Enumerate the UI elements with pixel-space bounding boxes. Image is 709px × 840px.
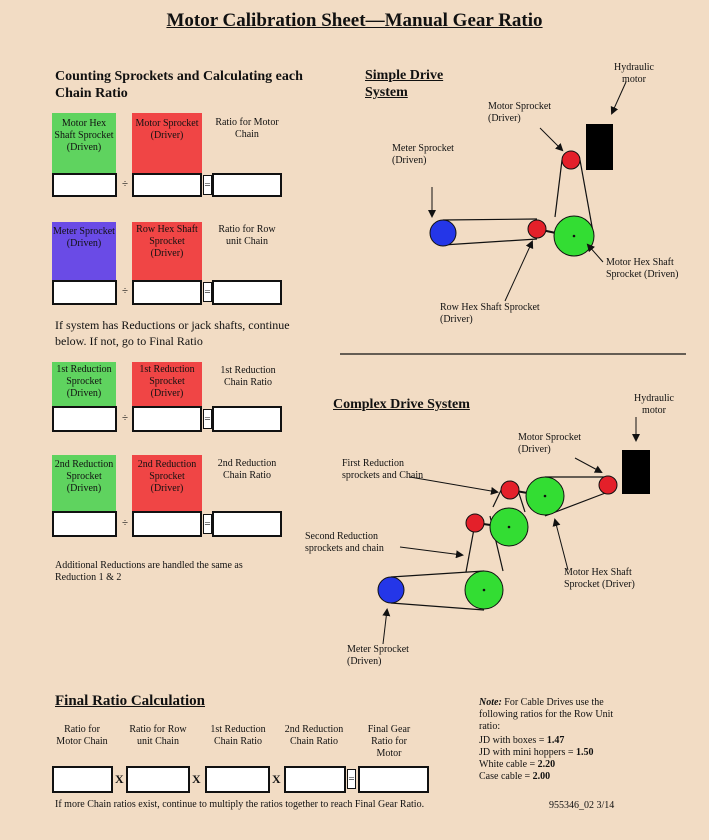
row-hex-driver-label: Row Hex Shaft Sprocket (Driver) bbox=[132, 222, 202, 280]
equals-symbol: = bbox=[203, 282, 212, 302]
complex-motor-sprocket bbox=[598, 475, 618, 495]
meter-driven-label: Meter Sprocket (Driven) bbox=[52, 222, 116, 280]
simple-hydraulic-motor bbox=[586, 124, 613, 170]
row-driven-count-input[interactable] bbox=[52, 280, 117, 305]
complex-meter-sprocket bbox=[377, 576, 405, 604]
motor-hex-driven-label: Motor Hex Shaft Sprocket (Driven) bbox=[52, 113, 116, 173]
row-driver-count-input[interactable] bbox=[132, 280, 202, 305]
cable-ratio-item: JD with mini hoppers = 1.50 bbox=[479, 747, 594, 758]
red2-driver-count-input[interactable] bbox=[132, 511, 202, 537]
equals-symbol: = bbox=[203, 514, 212, 534]
counting-heading: Counting Sprockets and Calculating each … bbox=[55, 69, 303, 101]
complex-hydraulic-label: Hydraulic motor bbox=[634, 393, 674, 416]
simple-motor-sprocket-label: Motor Sprocket (Driver) bbox=[488, 101, 552, 124]
cable-note-text: For Cable Drives use the following ratio… bbox=[479, 697, 614, 732]
final-ratio-heading: Final Ratio Calculation bbox=[55, 693, 206, 709]
divide-symbol: ÷ bbox=[121, 285, 129, 297]
red2-driven-label: 2nd Reduction Sprocket (Driven) bbox=[52, 455, 116, 511]
additional-reductions-note: Additional Reductions are handled the sa… bbox=[55, 560, 243, 583]
cable-note-label: Note: bbox=[479, 697, 502, 708]
cable-ratio-item: Case cable = 2.00 bbox=[479, 771, 551, 782]
multiply-symbol: X bbox=[272, 772, 281, 786]
simple-hydraulic-label: Hydraulic motor bbox=[614, 62, 654, 85]
document-id: 955346_02 3/14 bbox=[549, 800, 615, 811]
complex-first-reduction-driver bbox=[500, 480, 520, 500]
final-label-row: Ratio for Row unit Chain bbox=[129, 724, 187, 747]
cable-ratio-list: JD with boxes = 1.47 JD with mini hopper… bbox=[479, 735, 639, 783]
complex-meter-sprocket-label: Meter Sprocket (Driven) bbox=[347, 644, 409, 667]
divide-symbol: ÷ bbox=[121, 178, 129, 190]
motor-driver-label: Motor Sprocket (Driver) bbox=[132, 113, 202, 173]
complex-first-reduction-label: First Reduction sprockets and Chain bbox=[342, 458, 424, 481]
cable-ratio-item: White cable = 2.20 bbox=[479, 759, 556, 770]
simple-drive-diagram bbox=[428, 81, 627, 302]
equals-symbol: = bbox=[203, 175, 212, 195]
simple-row-hex-label: Row Hex Shaft Sprocket (Driver) bbox=[440, 302, 540, 325]
motor-driven-count-input[interactable] bbox=[52, 173, 117, 197]
red1-driven-count-input[interactable] bbox=[52, 406, 117, 432]
red2-driver-label: 2nd Reduction Sprocket (Driver) bbox=[132, 455, 202, 511]
final-label-red1: 1st Reduction Chain Ratio bbox=[210, 724, 266, 747]
simple-drive-heading: Simple Drive System bbox=[365, 68, 444, 100]
red1-ratio-label: 1st Reduction Chain Ratio bbox=[220, 365, 276, 388]
red2-ratio-input[interactable] bbox=[212, 511, 282, 537]
equals-symbol: = bbox=[203, 409, 212, 429]
cable-ratio-item: JD with boxes = 1.47 bbox=[479, 735, 565, 746]
motor-chain-ratio-label: Ratio for Motor Chain bbox=[215, 117, 279, 140]
reduction-note: If system has Reductions or jack shafts,… bbox=[55, 318, 290, 348]
final-label-motor: Ratio for Motor Chain bbox=[56, 724, 108, 747]
divide-symbol: ÷ bbox=[121, 412, 129, 424]
complex-second-reduction-driver bbox=[465, 513, 485, 533]
simple-motor-sprocket bbox=[561, 150, 581, 170]
red1-driven-label: 1st Reduction Sprocket (Driven) bbox=[52, 362, 116, 406]
simple-meter-sprocket bbox=[429, 219, 457, 247]
complex-motor-sprocket-label: Motor Sprocket (Driver) bbox=[518, 432, 582, 455]
divide-symbol: ÷ bbox=[121, 517, 129, 529]
simple-row-hex-sprocket bbox=[527, 219, 547, 239]
final-gear-ratio-input[interactable] bbox=[358, 766, 429, 793]
row-chain-ratio-input[interactable] bbox=[212, 280, 282, 305]
page-title: Motor Calibration Sheet—Manual Gear Rati… bbox=[166, 10, 543, 31]
complex-motor-hex-label: Motor Hex Shaft Sprocket (Driver) bbox=[564, 567, 635, 590]
motor-chain-ratio-input[interactable] bbox=[212, 173, 282, 197]
final-label-red2: 2nd Reduction Chain Ratio bbox=[284, 724, 344, 747]
final-red1-ratio-input[interactable] bbox=[205, 766, 270, 793]
multiply-symbol: X bbox=[115, 772, 124, 786]
red2-ratio-label: 2nd Reduction Chain Ratio bbox=[217, 458, 277, 481]
final-motor-ratio-input[interactable] bbox=[52, 766, 113, 793]
complex-drive-heading: Complex Drive System bbox=[333, 397, 470, 412]
red1-driver-label: 1st Reduction Sprocket (Driver) bbox=[132, 362, 202, 406]
red1-ratio-input[interactable] bbox=[212, 406, 282, 432]
red1-driver-count-input[interactable] bbox=[132, 406, 202, 432]
row-chain-ratio-label: Ratio for Row unit Chain bbox=[218, 224, 276, 247]
equals-symbol: = bbox=[347, 769, 356, 789]
simple-meter-sprocket-label: Meter Sprocket (Driven) bbox=[392, 143, 454, 166]
complex-drive-diagram bbox=[377, 417, 650, 645]
complex-second-reduction-label: Second Reduction sprockets and chain bbox=[305, 531, 384, 554]
motor-driver-count-input[interactable] bbox=[132, 173, 202, 197]
complex-hydraulic-motor bbox=[622, 450, 650, 494]
final-note: If more Chain ratios exist, continue to … bbox=[55, 799, 425, 810]
final-row-ratio-input[interactable] bbox=[126, 766, 190, 793]
final-red2-ratio-input[interactable] bbox=[284, 766, 346, 793]
simple-motor-hex-label: Motor Hex Shaft Sprocket (Driven) bbox=[606, 257, 679, 280]
red2-driven-count-input[interactable] bbox=[52, 511, 117, 537]
cable-note: Note: For Cable Drives use the following… bbox=[479, 697, 619, 733]
final-label-final: Final Gear Ratio for Motor bbox=[367, 724, 411, 759]
multiply-symbol: X bbox=[192, 772, 201, 786]
